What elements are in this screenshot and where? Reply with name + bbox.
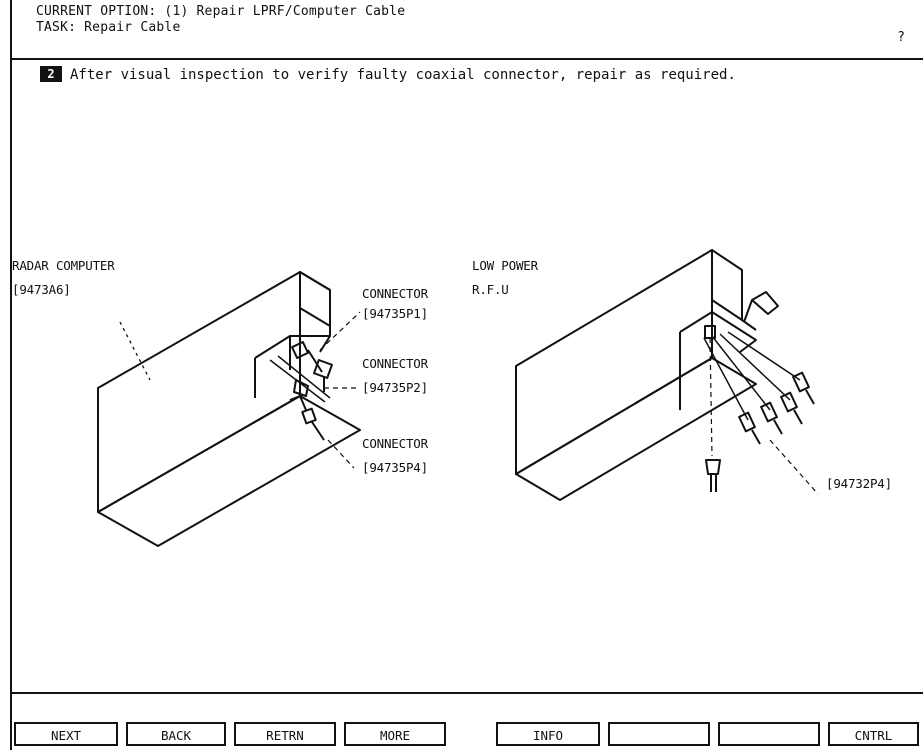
radar-computer-drawing (97, 271, 361, 547)
retrn-button[interactable]: RETRN (234, 722, 336, 746)
screen-frame (10, 0, 923, 750)
connector-2-ref: [94735P2] (362, 380, 428, 395)
lprf-label-line2: R.F.U (472, 282, 509, 297)
task-title: TASK: Repair Cable (36, 20, 181, 35)
instruction: 2 After visual inspection to verify fault… (40, 66, 736, 83)
connector-1-ref: [94735P1] (362, 306, 428, 321)
cntrl-button[interactable]: CNTRL (828, 722, 919, 746)
back-button[interactable]: BACK (126, 722, 226, 746)
step-number-badge: 2 (40, 66, 62, 82)
radar-computer-ref: [9473A6] (12, 282, 71, 297)
next-button[interactable]: NEXT (14, 722, 118, 746)
lprf-label-line1: LOW POWER (472, 258, 538, 273)
connector-3-ref: [94735P4] (362, 460, 428, 475)
softkey-blank-1[interactable] (608, 722, 710, 746)
info-button[interactable]: INFO (496, 722, 600, 746)
softkey-blank-2[interactable] (718, 722, 820, 746)
connector-3-label: CONNECTOR (362, 436, 428, 451)
softkey-bar: NEXT BACK RETRN MORE INFO CNTRL (12, 692, 923, 752)
header: CURRENT OPTION: (1) Repair LPRF/Computer… (12, 0, 923, 60)
lprf-unit-drawing (515, 249, 819, 501)
lprf-connector-ref: [94732P4] (826, 476, 892, 491)
help-button[interactable]: ? (897, 30, 905, 45)
radar-computer-label: RADAR COMPUTER (12, 258, 115, 273)
more-button[interactable]: MORE (344, 722, 446, 746)
instruction-text: After visual inspection to verify faulty… (70, 67, 736, 83)
current-option: CURRENT OPTION: (1) Repair LPRF/Computer… (36, 4, 406, 19)
connector-1-label: CONNECTOR (362, 286, 428, 301)
connector-2-label: CONNECTOR (362, 356, 428, 371)
